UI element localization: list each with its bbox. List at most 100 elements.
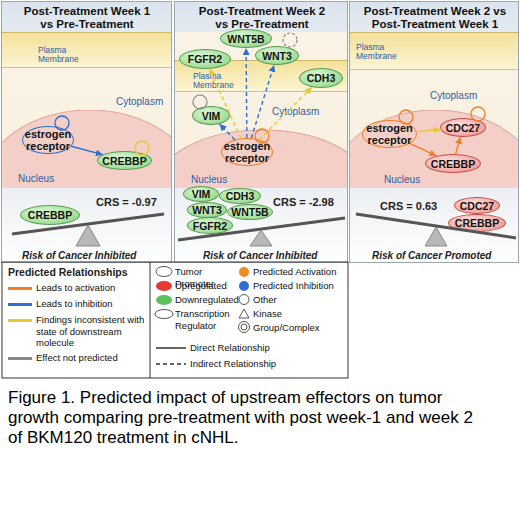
- legend-text: Predicted Activation: [253, 266, 347, 278]
- node-text: WNT5B: [227, 33, 264, 45]
- balance-fulcrum: [250, 230, 272, 246]
- nucleus-outline: [1, 110, 172, 188]
- self-loop: [399, 110, 413, 124]
- balance-fulcrum: [425, 227, 447, 246]
- downregulated-gene: CDH3: [219, 188, 261, 204]
- self-loop: [55, 116, 69, 130]
- comparison-panel: Post-Treatment Week 1 vs Pre-TreatmentPl…: [1, 1, 172, 263]
- downregulated-gene: CREBBP: [97, 151, 152, 170]
- node-text: VIM: [192, 188, 211, 200]
- legend-text: Findings inconsistent with state of down…: [36, 314, 146, 349]
- node-text: CDH3: [226, 190, 255, 202]
- downregulated-gene: WNT5B: [220, 29, 272, 48]
- tumor-promoter-icon: [156, 267, 172, 277]
- upregulated-gene: CREBBP: [425, 154, 481, 173]
- relationship-connector: [219, 124, 234, 140]
- upregulated-gene: CDC27: [440, 118, 486, 137]
- node-text: CREBBP: [28, 209, 72, 221]
- text-label: Cytoplasm: [116, 96, 176, 107]
- legend-text: Predicted Inhibition: [253, 280, 347, 292]
- upregulated-gene: CDC27: [454, 197, 500, 214]
- relationship-connector: [456, 137, 461, 154]
- balance-beam: [178, 218, 345, 240]
- balance-fulcrum: [76, 225, 100, 246]
- upregulated-gene: CREBBP: [448, 214, 506, 232]
- legend-swatch: [8, 287, 32, 290]
- balance-beam: [12, 214, 164, 234]
- text-label: Cytoplasm: [430, 90, 490, 101]
- node-text: CDC27: [446, 122, 480, 134]
- direct-line-sample: [156, 347, 186, 349]
- relationship-connector: [209, 69, 240, 139]
- kinase-icon: [239, 309, 249, 318]
- self-loop: [193, 95, 207, 109]
- node-text: Plasma Membrane: [38, 46, 80, 64]
- node-text: WNT3: [262, 50, 292, 62]
- downregulated-gene: WNT5B: [227, 204, 273, 220]
- legend-text: Leads to inhibition: [36, 298, 146, 310]
- nucleus-outline: [174, 130, 348, 188]
- text-label: CRS = -2.98: [273, 196, 353, 208]
- downregulated-gene: WNT3: [255, 46, 299, 65]
- nucleus-outline: [349, 110, 519, 188]
- node-text: Plasma Membrane: [193, 72, 235, 90]
- self-loop: [283, 33, 297, 47]
- comparison-panel: Post-Treatment Week 2 vs Post-Treatment …: [349, 1, 519, 263]
- node-text: Nucleus: [384, 174, 444, 185]
- node-text: CREBBP: [431, 158, 475, 170]
- relationship-connector: [417, 129, 441, 131]
- legend-text: Transcription Regulator: [175, 308, 239, 331]
- legend-text: Upregulated: [175, 280, 239, 292]
- node-text: FGFR2: [188, 53, 222, 65]
- node-text: CREBBP: [102, 155, 146, 167]
- text-label: CRS = 0.63: [380, 200, 460, 212]
- nucleus-region: Nucleusestrogen receptor: [174, 130, 348, 188]
- legend-divider: [150, 262, 151, 378]
- node-text: estrogen receptor: [363, 122, 416, 146]
- node-text: Post-Treatment Week 2 vs Pre-Treatment: [192, 5, 332, 31]
- node-text: Nucleus: [18, 173, 78, 184]
- text-label: Risk of Cancer Inhibited: [203, 250, 343, 261]
- downregulated-gene: FGFR2: [179, 49, 231, 69]
- legend-text: Kinase: [253, 308, 347, 320]
- node-text: CDH3: [307, 72, 336, 84]
- nucleus-region: Nucleus estrogen receptorCREBBP: [349, 110, 519, 188]
- node-text: Nucleus: [191, 174, 251, 185]
- transcription-regulator: estrogen receptor: [22, 126, 74, 154]
- legend-swatch: [239, 267, 249, 277]
- balance-beam: [356, 214, 516, 238]
- plasma-membrane-band: Plasma Membrane: [350, 32, 519, 70]
- transcription-regulator-icon: [155, 310, 173, 319]
- node-text: estrogen receptor: [23, 128, 73, 152]
- node-text: CDC27: [460, 200, 494, 212]
- legend-swatch: [8, 319, 32, 322]
- downregulated-gene: VIM: [183, 186, 219, 202]
- plasma-membrane-band: Plasma Membrane: [2, 32, 172, 68]
- legend-text: Other: [253, 294, 347, 306]
- legend-text: Group/Complex: [253, 322, 347, 334]
- transcription-regulator: estrogen receptor: [362, 120, 417, 148]
- node-text: Post-Treatment Week 2 vs Post-Treatment …: [353, 5, 517, 31]
- relationship-connector: [410, 143, 437, 155]
- legend-text: Leads to activation: [36, 282, 146, 294]
- text-label: Risk of Cancer Promoted: [372, 250, 512, 261]
- relationship-connector: [71, 146, 102, 154]
- text-label: Risk of Cancer Inhibited: [22, 250, 162, 261]
- text-label: CRS = -0.97: [96, 196, 176, 208]
- text-label: Predicted Relationships: [8, 266, 148, 278]
- node-text: Post-Treatment Week 1 vs Pre-Treatment: [17, 5, 157, 31]
- node-text: Plasma Membrane: [356, 43, 398, 61]
- node-text: FGFR2: [193, 220, 227, 232]
- downregulated-gene: CDH3: [299, 68, 343, 88]
- relationship-connector: [245, 48, 247, 138]
- relationship-connector: [259, 87, 312, 140]
- nucleus-region: Nucleus estrogen receptorCREBBP: [1, 110, 172, 188]
- legend-swatch: [156, 295, 172, 305]
- group-complex-icon: [241, 324, 247, 330]
- legend-swatch: [8, 357, 32, 360]
- downregulated-gene: WNT3: [187, 202, 227, 218]
- relationship-connector: [251, 65, 274, 138]
- node-text: VIM: [202, 110, 221, 122]
- legend-frame: [2, 262, 348, 378]
